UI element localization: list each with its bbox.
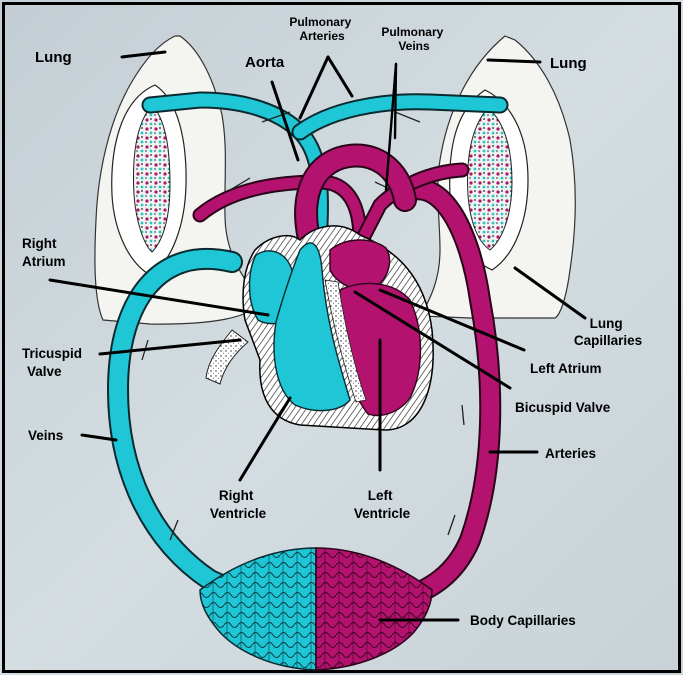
label-body-capillaries: Body Capillaries [470, 613, 576, 628]
label-left-atrium: Left Atrium [530, 361, 602, 376]
label-bicuspid-valve: Bicuspid Valve [515, 400, 611, 415]
label-aorta: Aorta [245, 54, 285, 71]
label-lung-right: Lung [550, 55, 587, 72]
label-arteries: Arteries [545, 446, 596, 461]
label-lung-left: Lung [35, 49, 72, 66]
label-veins: Veins [28, 428, 63, 443]
